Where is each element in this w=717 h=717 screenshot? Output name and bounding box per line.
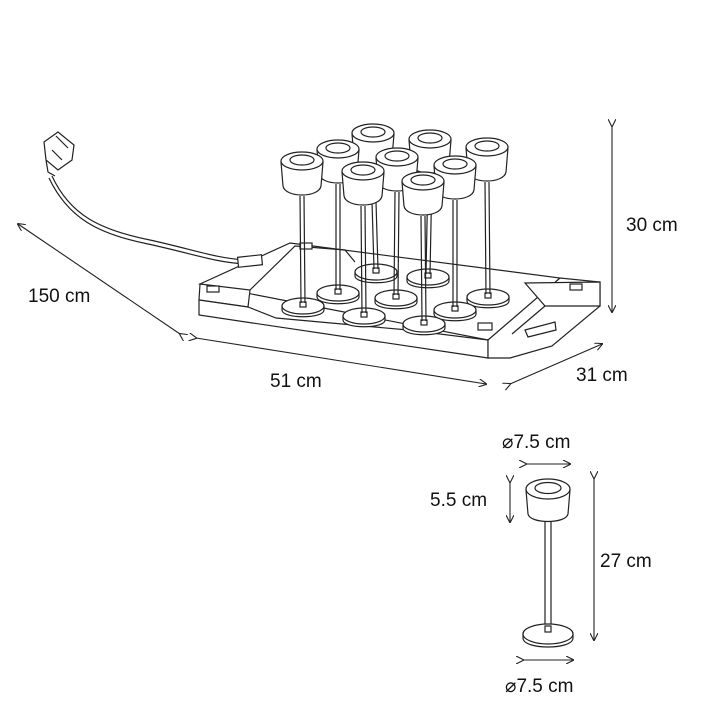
lamp-icon xyxy=(341,161,386,328)
lamp-icon xyxy=(401,171,446,336)
lamp-icon xyxy=(465,137,510,309)
plug-icon xyxy=(43,131,75,177)
tray-depth-label: 31 cm xyxy=(576,365,628,386)
power-cable-inner xyxy=(48,177,259,266)
depth-dimension-arrow xyxy=(510,344,602,384)
cable-length-label: 150 cm xyxy=(28,286,91,307)
lamp-icon xyxy=(433,155,477,322)
lamp-height-label: 27 cm xyxy=(600,551,652,572)
shade-diameter-label: ⌀7.5 cm xyxy=(502,432,571,453)
shade-height-label: 5.5 cm xyxy=(430,490,488,511)
single-lamp-detail xyxy=(522,478,574,648)
base-diameter-label: ⌀7.5 cm xyxy=(505,676,574,697)
power-cable xyxy=(51,175,261,263)
lamp-icon xyxy=(280,151,325,318)
total-height-label: 30 cm xyxy=(626,215,678,236)
cable-dimension-arrow xyxy=(18,224,180,334)
lamp-icon xyxy=(316,139,360,305)
length-dimension-arrow xyxy=(196,338,486,384)
lamps-group xyxy=(280,123,510,336)
tray-length-label: 51 cm xyxy=(270,371,322,392)
